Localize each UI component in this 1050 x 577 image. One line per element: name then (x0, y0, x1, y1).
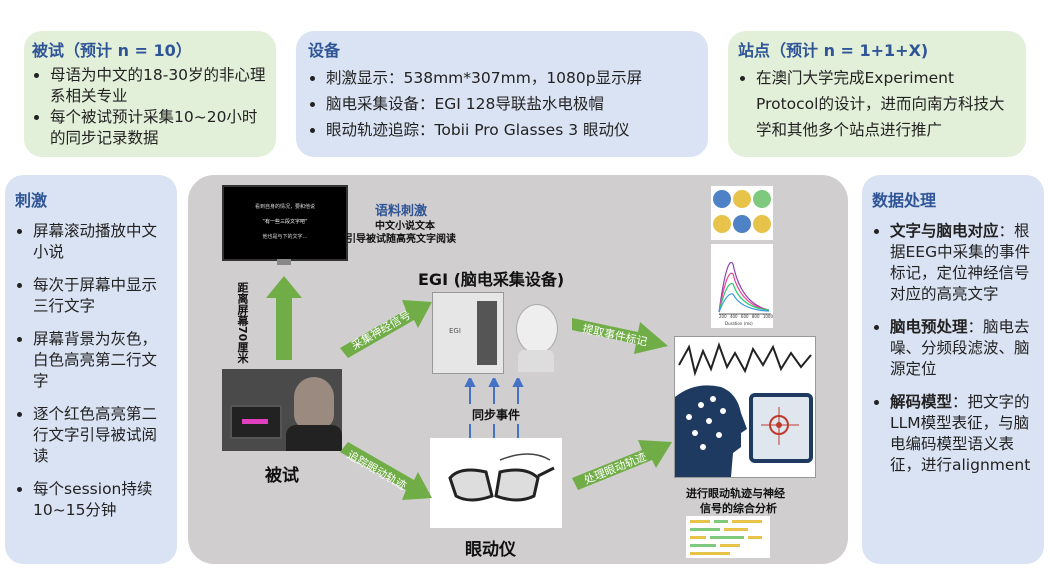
chart-tick: 200 (719, 314, 727, 319)
annotation-thumbnail (686, 516, 770, 558)
subject-photo (222, 369, 342, 451)
corpus-title: 语料刺激 (375, 204, 428, 219)
equipment-box: 设备 刺激显示：538mm*307mm，1080p显示屏 脑电采集设备：EGI … (296, 31, 708, 157)
topomap-icon (713, 190, 771, 233)
list-item: 脑电预处理：脑电去噪、分频段滤波、脑源定位 (890, 317, 1034, 380)
annotation-icon (690, 520, 762, 555)
egi-device-logo: EGI (449, 327, 461, 335)
corpus-sub1: 中文小说文本 (375, 221, 435, 232)
chart-tick: 800 (751, 314, 760, 319)
monitor-stand (277, 259, 291, 265)
subjects-list: 母语为中文的18-30岁的非心理系相关专业 每个被试预计采集10~20小时的同步… (32, 65, 268, 149)
sync-label: 同步事件 (472, 408, 521, 422)
subjects-title: 被试（预计 n = 10） (32, 41, 192, 60)
eeg-cap-head (516, 304, 558, 354)
analysis-line1: 进行眼动轨迹与神经 (686, 487, 785, 500)
list-item: 屏幕背景为灰色，白色高亮第二行文字 (33, 329, 167, 392)
spectrum-icon (718, 261, 771, 315)
chart-ticks: 200 400 600 800 1000 (719, 314, 773, 319)
processing-title: 数据处理 (872, 191, 937, 210)
monitor-line: “有一些三段文字吧” (262, 219, 308, 225)
highlight-bar (242, 419, 268, 424)
stimulus-list: 屏幕滚动播放中文小说 每次于屏幕中显示三行文字 屏幕背景为灰色，白色高亮第二行文… (15, 221, 167, 521)
list-item: 文字与脑电对应：根据EEG中采集的事件标记，定位神经信号对应的高亮文字 (890, 221, 1034, 305)
distance-arrow-icon (266, 276, 302, 360)
processing-item-bold: 解码模型 (890, 393, 953, 411)
list-item: 脑电采集设备：EGI 128导联盐水电极帽 (326, 91, 696, 117)
corpus-sub2: 引导被试随高亮文字阅读 (346, 234, 456, 245)
equipment-title: 设备 (308, 41, 341, 60)
sites-title: 站点（预计 n = 1+1+X) (738, 41, 929, 60)
list-item: 解码模型：把文字的LLM模型表征，与脑电编码模型语义表征，进行alignment (890, 392, 1034, 476)
list-item: 眼动轨迹追踪：Tobii Pro Glasses 3 眼动仪 (326, 117, 696, 143)
glasses-icon (448, 453, 555, 502)
list-item: 每个被试预计采集10~20小时的同步记录数据 (50, 107, 268, 149)
subject-head (294, 377, 334, 429)
analysis-line2: 信号的综合分析 (700, 502, 777, 515)
list-item: 每次于屏幕中显示三行文字 (33, 275, 167, 317)
subjects-box: 被试（预计 n = 10） 母语为中文的18-30岁的非心理系相关专业 每个被试… (24, 31, 276, 157)
analysis-illustration (674, 336, 816, 478)
list-item: 每个session持续10~15分钟 (33, 479, 167, 521)
egi-device: EGI (432, 292, 504, 374)
list-item: 刺激显示：538mm*307mm，1080p显示屏 (326, 65, 696, 91)
list-item: 母语为中文的18-30岁的非心理系相关专业 (50, 65, 268, 107)
monitor-line: 他也是与下的文字… (262, 234, 308, 240)
eeg-cap-base (518, 350, 554, 372)
eyetracker-label: 眼动仪 (465, 540, 516, 560)
processing-item-bold: 脑电预处理 (890, 318, 968, 336)
spectrum-chart: 200 400 600 800 1000 Duration (ms) (711, 244, 773, 328)
sites-box: 站点（预计 n = 1+1+X) 在澳门大学完成Experiment Proto… (728, 31, 1026, 157)
subject-label: 被试 (265, 466, 299, 486)
distance-label: 距离屏幕70厘米 (236, 282, 249, 364)
brain-reading-icon (675, 341, 813, 477)
processing-box: 数据处理 文字与脑电对应：根据EEG中采集的事件标记，定位神经信号对应的高亮文字… (862, 175, 1044, 564)
processing-list: 文字与脑电对应：根据EEG中采集的事件标记，定位神经信号对应的高亮文字 脑电预处… (872, 221, 1034, 476)
list-item: 逐个红色高亮第二行文字引导被试阅读 (33, 404, 167, 467)
collect-arrow-icon (340, 300, 432, 358)
monitor-line: 看到自身的情况，要和他说 (254, 204, 315, 210)
list-item: 屏幕滚动播放中文小说 (33, 221, 167, 263)
stimulus-monitor: 看到自身的情况，要和他说 “有一些三段文字吧” 他也是与下的文字… (222, 185, 348, 261)
stimulus-title: 刺激 (15, 191, 48, 210)
chart-tick: 400 (729, 314, 738, 319)
track-arrow-icon (340, 442, 432, 500)
subject-body (286, 425, 342, 451)
egi-device-panel (477, 301, 497, 365)
stimulus-box: 刺激 屏幕滚动播放中文小说 每次于屏幕中显示三行文字 屏幕背景为灰色，白色高亮第… (5, 175, 177, 564)
equipment-list: 刺激显示：538mm*307mm，1080p显示屏 脑电采集设备：EGI 128… (308, 65, 696, 143)
process-arrow-icon (572, 440, 672, 490)
sites-list: 在澳门大学完成Experiment Protocol的设计，进而向南方科技大学和… (738, 65, 1016, 143)
processing-item-text: ：把文字的LLM模型表征，与脑电编码模型语义表征，进行alignment (890, 393, 1031, 474)
subject-monitor (230, 405, 282, 439)
chart-xlabel: Duration (ms) (725, 321, 753, 326)
extract-arrow-icon (572, 318, 668, 354)
chart-tick: 1000 (762, 314, 773, 319)
processing-item-text: ：根据EEG中采集的事件标记，定位神经信号对应的高亮文字 (890, 222, 1031, 303)
list-item: 在澳门大学完成Experiment Protocol的设计，进而向南方科技大学和… (756, 65, 1016, 143)
topomap-grid (711, 186, 773, 240)
processing-item-text: ：脑电去噪、分频段滤波、脑源定位 (890, 318, 1030, 378)
eyetracker-image (430, 438, 562, 528)
processing-item-bold: 文字与脑电对应 (890, 222, 999, 240)
chart-tick: 600 (740, 314, 749, 319)
egi-title: EGI (脑电采集设备) (418, 270, 565, 289)
